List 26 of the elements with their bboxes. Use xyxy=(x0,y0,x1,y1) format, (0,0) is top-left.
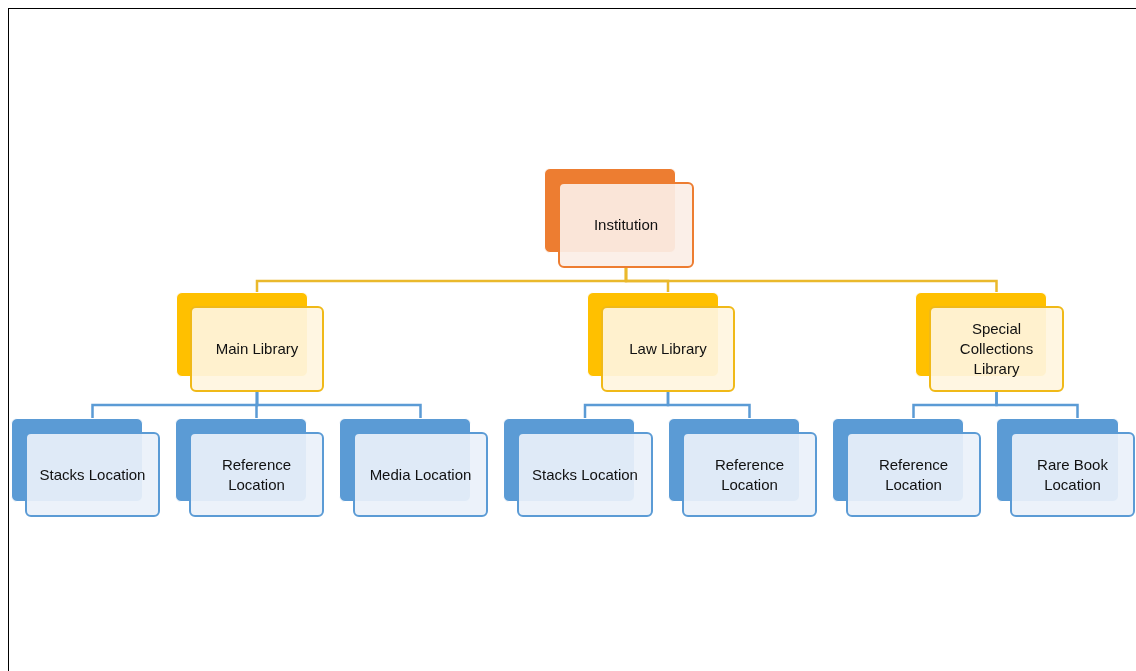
org-box xyxy=(189,432,324,517)
box-label: Stacks Location xyxy=(531,464,639,485)
org-box xyxy=(353,432,488,517)
box-label: Media Location xyxy=(368,464,473,485)
box-label: Reference Location xyxy=(220,454,293,495)
box-label: Institution xyxy=(592,215,660,235)
org-box xyxy=(190,306,324,392)
box-label: Main Library xyxy=(214,339,300,359)
box-label: Special Collections Library xyxy=(958,319,1035,379)
connector-line xyxy=(995,392,1079,418)
org-box xyxy=(517,432,653,517)
org-box xyxy=(601,306,735,392)
box-label: Stacks Location xyxy=(38,464,147,485)
connector-line xyxy=(255,392,422,418)
box-label: Reference Location xyxy=(713,454,786,495)
org-box xyxy=(1010,432,1135,517)
box-label: Reference Location xyxy=(877,454,950,495)
connector-line xyxy=(666,392,751,418)
org-box xyxy=(558,182,694,268)
org-box xyxy=(929,306,1064,392)
box-label: Rare Book Location xyxy=(1036,454,1109,495)
box-label: Law Library xyxy=(628,339,708,359)
connector-line xyxy=(624,268,998,292)
org-box xyxy=(846,432,981,517)
org-box xyxy=(25,432,160,517)
org-box xyxy=(682,432,817,517)
